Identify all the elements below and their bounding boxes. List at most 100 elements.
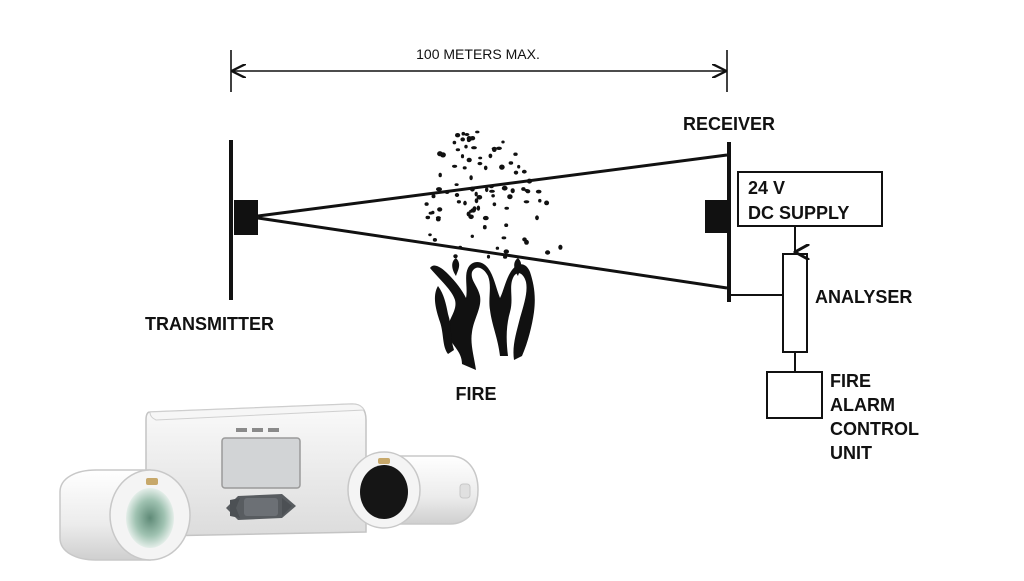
smoke-particle <box>453 254 458 259</box>
smoke-particle <box>455 148 461 152</box>
smoke-particle <box>436 187 442 192</box>
transmitter-unit-tube <box>59 469 191 561</box>
smoke-particle <box>491 146 497 152</box>
smoke-particle <box>474 191 478 197</box>
smoke-particle <box>456 200 461 204</box>
dc-supply-box: 24 V DC SUPPLY <box>737 171 883 227</box>
smoke-particle <box>460 154 465 159</box>
smoke-particle <box>485 187 489 193</box>
smoke-particle <box>517 164 521 169</box>
supply-line-2: DC SUPPLY <box>748 203 849 223</box>
smoke-particle <box>526 178 533 184</box>
smoke-particle <box>507 194 513 200</box>
receiver-unit-tube <box>347 451 479 529</box>
display-screen <box>221 437 301 489</box>
green-lens-icon <box>126 488 174 548</box>
smoke-particle <box>469 209 473 213</box>
analyser-label: ANALYSER <box>815 287 912 307</box>
beam <box>257 153 728 290</box>
smoke-particle <box>535 215 539 221</box>
control-unit-line-1: FIRE <box>830 371 871 391</box>
receiver-sensor <box>705 200 728 233</box>
smoke-particle <box>486 254 491 259</box>
receiver-label: RECEIVER <box>683 114 775 134</box>
smoke-particle <box>544 200 550 206</box>
smoke-particle <box>470 186 475 192</box>
smoke-particle <box>462 166 467 170</box>
smoke-particle <box>458 245 463 250</box>
smoke-particle <box>496 146 502 150</box>
smoke-particle <box>452 164 458 168</box>
smoke-particle <box>524 239 529 245</box>
smoke-particle <box>432 238 437 242</box>
keypad-icon <box>226 494 296 520</box>
smoke-particle <box>489 189 495 193</box>
smoke-particle <box>463 200 467 206</box>
smoke-particle <box>495 246 500 250</box>
smoke-particle <box>545 250 551 255</box>
smoke-particle <box>435 216 441 220</box>
smoke-particle <box>483 165 488 171</box>
smoke-particle <box>501 140 505 144</box>
dark-lens-icon <box>360 465 408 519</box>
indicator-led-icon <box>236 428 247 432</box>
smoke-particle <box>431 194 436 199</box>
smoke-particle <box>425 215 431 220</box>
smoke-particle <box>499 164 505 170</box>
smoke-particle <box>508 161 514 165</box>
supply-line-1: 24 V <box>748 178 785 198</box>
smoke-particle <box>475 130 480 134</box>
smoke-particle <box>452 140 457 145</box>
fire-alarm-control-unit: FIRE ALARM CONTROL UNIT <box>766 371 919 463</box>
smoke-particle <box>466 157 472 163</box>
smoke-particle <box>488 184 494 189</box>
smoke-particle <box>464 144 468 149</box>
smoke-particle <box>424 202 429 206</box>
distance-dimension: 100 METERS MAX. <box>230 46 728 92</box>
fire-flame-icon: FIRE <box>430 258 535 404</box>
control-unit-line-2: ALARM <box>830 395 895 415</box>
smoke-particle <box>488 153 493 159</box>
smoke-particle <box>461 131 466 136</box>
smoke-particle <box>428 233 432 237</box>
smoke-particle <box>471 146 477 150</box>
smoke-particle <box>501 236 507 240</box>
receiver: RECEIVER <box>683 114 775 302</box>
smoke-particle <box>476 205 481 211</box>
smoke-particle <box>464 133 470 136</box>
smoke-particle <box>466 136 471 142</box>
smoke-particle <box>437 151 443 157</box>
smoke-particle <box>491 194 495 198</box>
smoke-particle <box>523 200 530 204</box>
smoke-particle <box>504 206 510 210</box>
smoke-particles-icon <box>424 130 563 259</box>
smoke-particle <box>558 244 563 250</box>
smoke-particle <box>478 156 483 160</box>
smoke-particle <box>521 187 526 191</box>
smoke-particle <box>431 210 435 215</box>
smoke-particle <box>501 185 508 191</box>
smoke-particle <box>538 198 542 203</box>
control-unit-line-3: CONTROL <box>830 419 919 439</box>
smoke-particle <box>460 137 466 142</box>
smoke-particle <box>444 190 450 194</box>
smoke-particle <box>454 193 460 197</box>
smoke-particle <box>469 175 473 181</box>
distance-label: 100 METERS MAX. <box>416 46 540 62</box>
smoke-particle <box>513 152 518 156</box>
smoke-particle <box>492 202 497 207</box>
smoke-particle <box>470 234 474 238</box>
indicator-led-icon <box>268 428 279 432</box>
smoke-particle <box>474 198 479 204</box>
smoke-particle <box>482 215 489 221</box>
indicator-led-icon <box>252 428 263 432</box>
smoke-particle <box>476 195 483 200</box>
control-unit-line-4: UNIT <box>830 443 872 463</box>
smoke-particle <box>438 172 442 178</box>
smoke-particle <box>521 169 527 174</box>
smoke-particle <box>482 225 487 230</box>
smoke-particle <box>503 249 509 254</box>
smoke-particle <box>513 170 519 175</box>
smoke-particle <box>437 207 443 212</box>
